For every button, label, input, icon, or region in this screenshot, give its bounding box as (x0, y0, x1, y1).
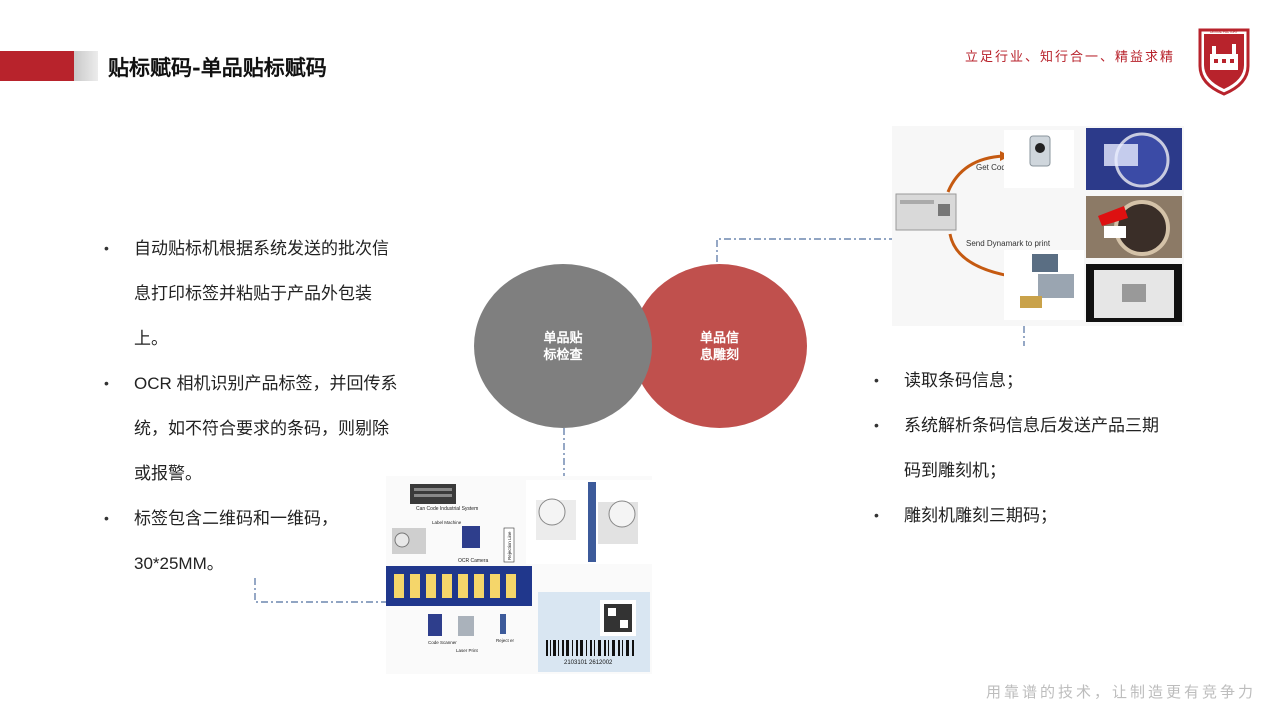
left-point-1: 自动贴标机根据系统发送的批次信息打印标签并粘贴于产品外包装上。 (104, 226, 404, 361)
can-code-text: Can Code Industrial System (416, 506, 478, 512)
page-title: 贴标赋码-单品贴标赋码 (108, 55, 327, 80)
code-scanner-text: Code Scanner (428, 640, 457, 645)
barcode-digits: 2103101 2612002 (564, 660, 613, 666)
logo-text: DIGITAL FACTORY (1210, 30, 1239, 34)
rejection-line-text: Rejection Line (507, 531, 512, 560)
right-point-3: 雕刻机雕刻三期码； (874, 493, 1174, 538)
circle-left-label: 单品贴标检查 (543, 330, 583, 362)
digital-factory-logo: DIGITAL FACTORY (1198, 28, 1250, 96)
get-code-text: Get Code Info (976, 163, 1026, 172)
title-accent-shade (74, 51, 98, 81)
title-accent-bar (0, 51, 74, 81)
ocr-camera-text: OCR Camera (458, 558, 489, 564)
header-slogan: 立足行业、知行合一、精益求精 (964, 49, 1175, 64)
left-bullet-list: 自动贴标机根据系统发送的批次信息打印标签并粘贴于产品外包装上。 OCR 相机识别… (104, 226, 404, 586)
circle-right-label: 单品信息雕刻 (699, 330, 739, 362)
right-point-1: 读取条码信息； (874, 358, 1174, 403)
engraving-flow-image: Get Code Info Send Dynamark to print (892, 126, 1184, 326)
laser-print-text: Laser Print (456, 648, 479, 653)
label-machine-text: Label Machine (432, 520, 462, 525)
circle-label-check: 单品贴标检查 (474, 264, 652, 428)
send-print-text: Send Dynamark to print (966, 239, 1051, 248)
rejecter-text: Reject er (496, 638, 515, 643)
left-point-3: 标签包含二维码和一维码，30*25MM。 (104, 496, 404, 586)
right-point-2: 系统解析条码信息后发送产品三期码到雕刻机； (874, 403, 1174, 493)
labeling-line-image: Can Code Industrial System Label Machine… (386, 476, 652, 674)
left-point-2: OCR 相机识别产品标签，并回传系统，如不符合要求的条码，则剔除或报警。 (104, 361, 404, 496)
circle-info-engrave: 单品信息雕刻 (632, 264, 807, 428)
footer-slogan: 用靠谱的技术，让制造更有竞争力 (985, 684, 1256, 701)
right-bullet-list: 读取条码信息； 系统解析条码信息后发送产品三期码到雕刻机； 雕刻机雕刻三期码； (874, 358, 1174, 538)
